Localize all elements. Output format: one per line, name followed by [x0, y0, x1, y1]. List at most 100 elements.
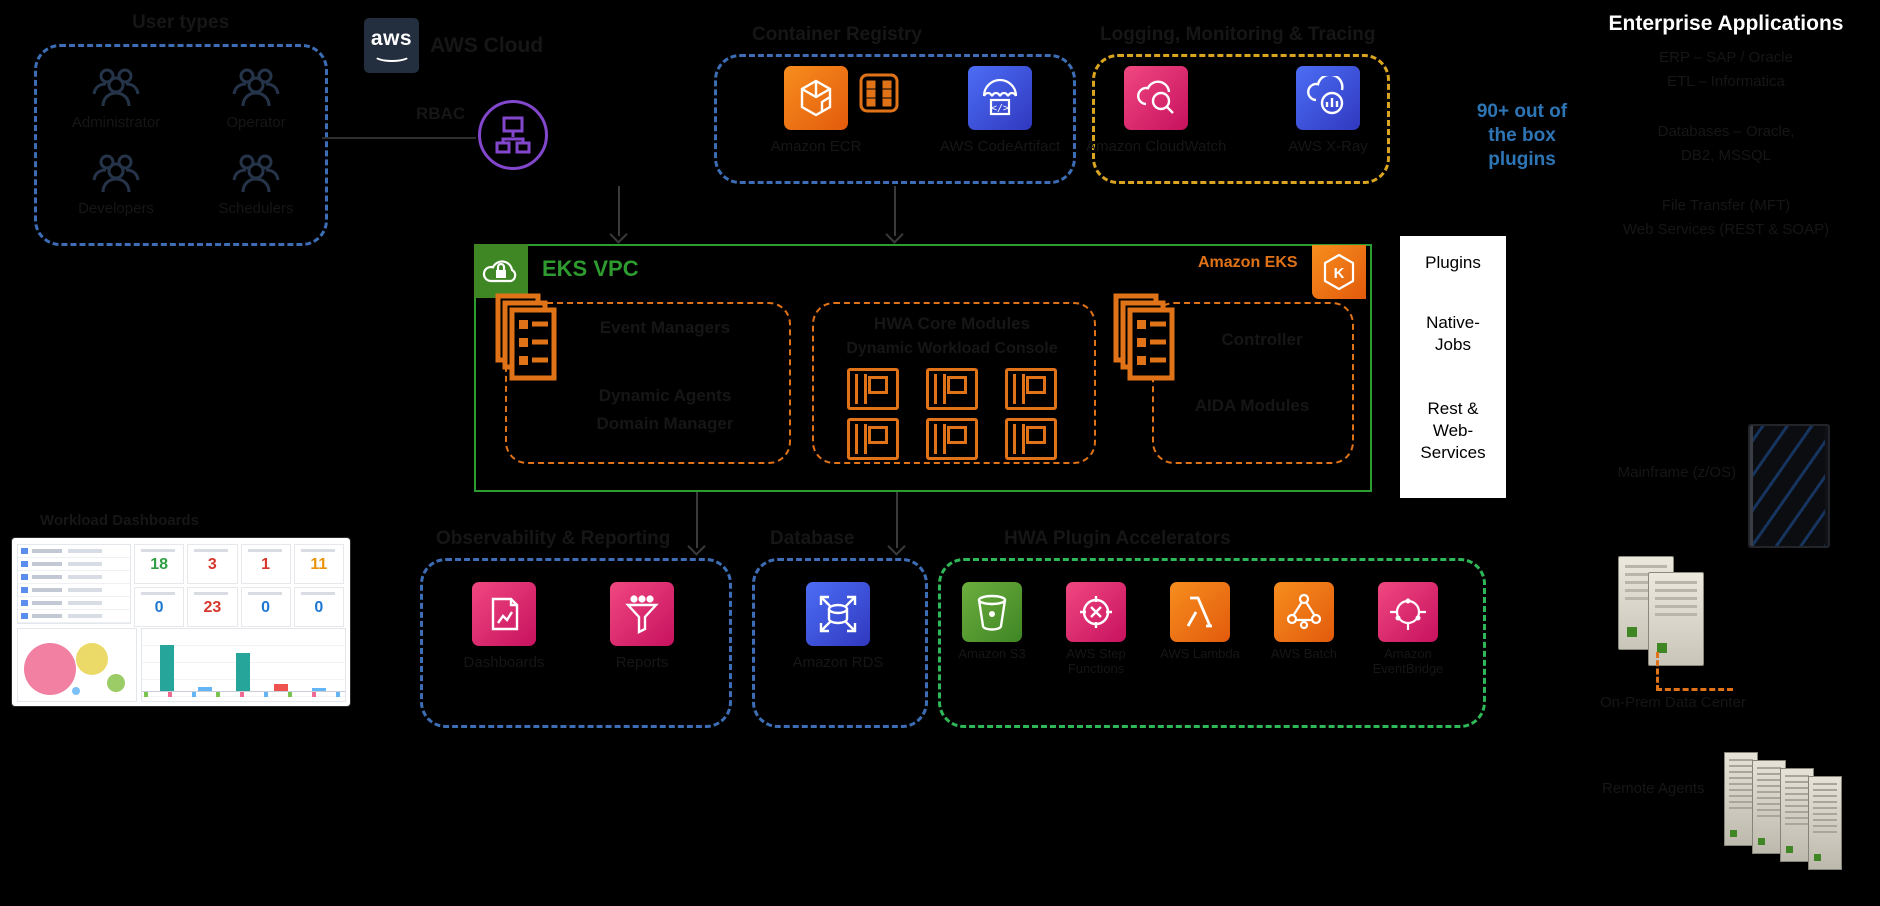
svg-text:K: K	[1334, 265, 1345, 282]
aws-logo: aws	[364, 18, 419, 73]
onprem-server-image	[1648, 572, 1704, 666]
arrow-codeartifact-to-vpc	[894, 186, 896, 236]
plugins-note: 90+ out of the box plugins	[1452, 100, 1592, 172]
step-functions-label: AWS Step Functions	[1066, 646, 1126, 676]
user-group-label: Schedulers	[218, 200, 294, 217]
container-registry-title: Container Registry	[752, 24, 922, 45]
stat-value: 0	[261, 599, 271, 616]
eventbridge-icon	[1378, 582, 1438, 642]
event-managers-line2: Dynamic Agents	[598, 386, 732, 405]
cloudwatch-label: Amazon CloudWatch	[1086, 138, 1227, 155]
dashboard-screenshot: 18 3 1 11 0 23 0 0	[12, 538, 350, 706]
arrowhead	[609, 225, 628, 244]
eventbridge-label: Amazon EventBridge	[1372, 646, 1444, 676]
stat-value: 11	[310, 556, 328, 573]
enterprise-item: Databases – Oracle,	[1657, 123, 1795, 140]
event-managers-line3: Domain Manager	[596, 414, 734, 433]
connector-users-rbac	[322, 137, 476, 139]
stat-tile: 18	[134, 544, 185, 584]
users-group-icon	[232, 152, 280, 194]
ecr-icon	[784, 66, 848, 130]
onprem-label: On-Prem Data Center	[1600, 694, 1746, 711]
arrow-registry-to-vpc	[618, 186, 620, 236]
arrowhead	[887, 537, 906, 556]
controller-line2: AIDA Modules	[1194, 396, 1310, 415]
ecr-label: Amazon ECR	[770, 138, 862, 155]
controller-box	[1152, 302, 1354, 464]
registry-chip-icon	[858, 72, 900, 119]
enterprise-item: File Transfer (MFT)	[1661, 197, 1791, 214]
onprem-connector	[1656, 652, 1733, 691]
stat-tile: 0	[293, 587, 344, 627]
core-modules-line1: HWA Core Modules	[873, 314, 1031, 333]
enterprise-list: ERP – SAP / Oracle ETL – Informatica Dat…	[1602, 46, 1850, 242]
user-group-label: Operator	[226, 114, 286, 131]
users-group-icon	[92, 66, 140, 108]
dashboards-icon	[472, 582, 536, 646]
step-functions-icon	[1066, 582, 1126, 642]
stat-tile: 3	[187, 544, 238, 584]
plugins-note-line: plugins	[1488, 149, 1556, 170]
stat-tile: 0	[134, 587, 185, 627]
stat-value: 0	[314, 599, 324, 616]
svg-text:</>: </>	[991, 103, 1009, 114]
management-console-icon	[478, 100, 548, 170]
enterprise-title: Enterprise Applications	[1608, 12, 1844, 35]
plugins-note-line: 90+ out of	[1476, 101, 1568, 122]
stat-tile: 11	[293, 544, 344, 584]
plugins-panel: Plugins Native-Jobs Rest & Web-Services	[1400, 236, 1506, 498]
filter-funnel-icon	[610, 582, 674, 646]
user-types-title: User types	[132, 12, 230, 33]
enterprise-item: ERP – SAP / Oracle	[1659, 49, 1793, 66]
enterprise-item: Web Services (REST & SOAP)	[1622, 221, 1830, 238]
arrow-vpc-to-observability	[696, 492, 698, 548]
observability-title: Observability & Reporting	[436, 528, 671, 549]
pod-grid	[842, 368, 1062, 460]
enterprise-item: DB2, MSSQL	[1680, 147, 1772, 164]
mainframe-image	[1748, 424, 1830, 548]
xray-label: AWS X-Ray	[1288, 138, 1368, 155]
container-pod-icon	[1005, 368, 1058, 410]
agent-server-image	[1808, 776, 1842, 870]
core-modules-line2: Dynamic Workload Console	[846, 340, 1058, 357]
doc-stack-icon	[1110, 290, 1176, 387]
accelerators-title: HWA Plugin Accelerators	[1004, 528, 1231, 549]
logging-title: Logging, Monitoring & Tracing	[1100, 24, 1376, 45]
observability-box	[420, 558, 732, 728]
user-group-label: Developers	[78, 200, 154, 217]
database-box	[752, 558, 928, 728]
container-pod-icon	[925, 368, 978, 410]
dashboard-caption: Workload Dashboards	[40, 512, 199, 529]
xray-icon	[1296, 66, 1360, 130]
rds-icon	[806, 582, 870, 646]
s3-icon	[962, 582, 1022, 642]
mainframe-label: Mainframe (z/OS)	[1617, 464, 1736, 481]
plugins-panel-item: Native-Jobs	[1426, 313, 1480, 354]
container-pod-icon	[846, 418, 899, 460]
enterprise-item: ETL – Informatica	[1667, 73, 1785, 90]
arrow-vpc-to-database	[896, 492, 898, 548]
chart-legend	[144, 692, 340, 697]
s3-label: Amazon S3	[958, 646, 1026, 661]
mini-table	[17, 544, 131, 624]
stat-value: 1	[261, 556, 271, 573]
plugins-panel-item: Rest & Web-Services	[1420, 399, 1486, 462]
dashboards-label: Dashboards	[463, 654, 545, 671]
aws-logo-text: aws	[370, 26, 413, 50]
aws-cloud-label: AWS Cloud	[430, 34, 544, 57]
stat-value: 3	[207, 556, 217, 573]
user-types-box	[34, 44, 328, 246]
eks-vpc-box	[474, 244, 1372, 492]
stat-value: 0	[154, 599, 164, 616]
accelerators-box	[938, 558, 1486, 728]
database-title: Database	[770, 528, 855, 549]
arrowhead	[885, 225, 904, 244]
mini-bar-chart	[141, 628, 346, 702]
controller-line1: Controller	[1221, 330, 1303, 349]
eks-vpc-title: EKS VPC	[542, 256, 639, 281]
reports-label: Reports	[615, 654, 669, 671]
mini-bubble-chart	[17, 628, 137, 702]
lambda-label: AWS Lambda	[1160, 646, 1240, 661]
container-registry-box	[714, 54, 1076, 184]
codeartifact-icon: </>	[968, 66, 1032, 130]
